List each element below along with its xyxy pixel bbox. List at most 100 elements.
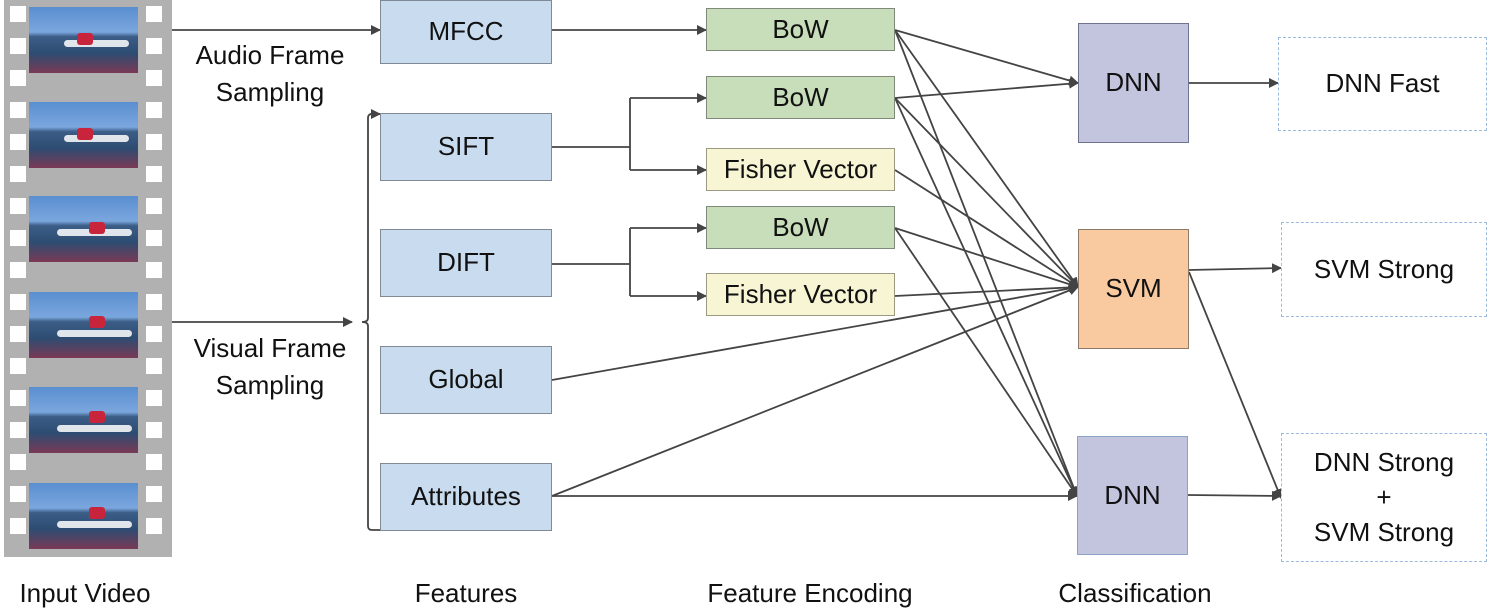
output-dnn-svm-strong: DNN Strong + SVM Strong: [1281, 433, 1487, 562]
video-frame: [29, 387, 138, 453]
sprocket-hole: [146, 294, 162, 310]
encoding-label: BoW: [772, 13, 829, 44]
classifier-dnn-strong: DNN: [1077, 436, 1188, 555]
caption-features: Features: [414, 578, 518, 608]
sprocket-hole: [146, 230, 162, 246]
water-spray: [64, 135, 129, 142]
sprocket-hole: [146, 326, 162, 342]
feature-dift: DIFT: [380, 229, 552, 297]
sprocket-hole: [10, 38, 26, 54]
jetski-rider: [89, 507, 105, 519]
water-spray: [57, 425, 132, 432]
classifier-label: DNN: [1104, 479, 1161, 510]
feature-label: DIFT: [437, 247, 495, 278]
video-frame: [29, 7, 138, 73]
feature-mfcc: MFCC: [380, 0, 552, 64]
sprocket-hole: [10, 518, 26, 534]
visual-sampling-line2: Sampling: [215, 370, 325, 400]
sift-branch: [552, 98, 631, 170]
classifier-svm: SVM: [1078, 229, 1189, 349]
dnn-strong-to-combined: [1187, 490, 1282, 501]
encoding-to-classifier: [551, 283, 1079, 381]
feature-label: MFCC: [428, 16, 504, 47]
encoding-bow-dift: BoW: [706, 206, 895, 249]
sprocket-hole: [10, 262, 26, 278]
sprocket-hole: [146, 262, 162, 278]
water-spray: [64, 40, 129, 47]
feature-label: SIFT: [437, 131, 495, 162]
encoding-to-classifier: [894, 78, 1079, 99]
dift-branch: [552, 228, 631, 296]
input-video-filmstrip: [4, 0, 172, 557]
sprocket-hole: [146, 6, 162, 22]
sprocket-hole: [146, 358, 162, 374]
sprocket-hole: [10, 6, 26, 22]
encoding-to-classifier: [894, 282, 1079, 297]
encoding-to-classifier: [551, 285, 1079, 497]
sprocket-hole: [10, 294, 26, 310]
encoding-to-classifier: [894, 29, 1079, 86]
sprocket-hole: [146, 518, 162, 534]
sprocket-hole: [146, 454, 162, 470]
encoding-label: Fisher Vector: [723, 278, 878, 309]
visual-sampling-label: Visual Frame Sampling: [178, 330, 362, 404]
sprocket-hole: [146, 390, 162, 406]
visual-sampling-line1: Visual Frame: [193, 333, 347, 363]
sprocket-hole: [10, 102, 26, 118]
output-label-line1: DNN Strong: [1313, 446, 1455, 477]
water-spray: [57, 330, 132, 337]
sprocket-hole: [10, 198, 26, 214]
encoding-to-classifier: [894, 227, 1078, 497]
sprocket-hole: [10, 454, 26, 470]
output-label-plus: +: [1376, 481, 1392, 512]
sprocket-hole: [146, 70, 162, 86]
output-label: DNN Fast: [1325, 68, 1440, 99]
sprocket-hole: [146, 166, 162, 182]
feature-label: Global: [428, 364, 504, 395]
sprocket-hole: [146, 102, 162, 118]
encoding-bow-mfcc: BoW: [706, 8, 895, 51]
sprocket-hole: [146, 38, 162, 54]
audio-sampling-label: Audio Frame Sampling: [178, 37, 362, 111]
encoding-fisher-dift: Fisher Vector: [706, 273, 895, 316]
feature-label: Attributes: [411, 481, 521, 512]
caption-feature-encoding: Feature Encoding: [707, 578, 913, 608]
video-frame: [29, 483, 138, 549]
output-svm-strong: SVM Strong: [1281, 222, 1487, 317]
encoding-label: BoW: [772, 81, 829, 112]
feature-attributes: Attributes: [380, 463, 552, 531]
video-frame: [29, 196, 138, 262]
encoding-to-classifier: [894, 97, 1078, 497]
sprocket-hole: [146, 198, 162, 214]
sprocket-hole: [10, 390, 26, 406]
sprocket-hole: [10, 358, 26, 374]
sprocket-hole: [10, 326, 26, 342]
classifier-dnn-fast: DNN: [1078, 23, 1189, 143]
encoding-to-classifier: [894, 29, 1079, 497]
jetski-rider: [89, 411, 105, 423]
pipeline-diagram: Audio Frame Sampling Visual Frame Sampli…: [4, 0, 1487, 608]
video-frame: [29, 292, 138, 358]
jetski-rider: [89, 316, 105, 328]
audio-sampling-line2: Sampling: [215, 77, 325, 107]
encoding-fisher-sift: Fisher Vector: [706, 148, 895, 191]
feature-global: Global: [380, 346, 552, 414]
output-dnn-fast: DNN Fast: [1278, 37, 1487, 131]
classifier-label: SVM: [1105, 273, 1162, 304]
sprocket-hole: [10, 486, 26, 502]
sprocket-hole: [10, 230, 26, 246]
encoding-bow-sift: BoW: [706, 76, 895, 119]
encoding-to-classifier: [894, 227, 1079, 289]
output-label-line2: SVM Strong: [1313, 517, 1455, 548]
feature-bracket: [361, 113, 380, 531]
sprocket-hole: [10, 134, 26, 150]
caption-classification: Classification: [1058, 578, 1212, 608]
sprocket-hole: [146, 422, 162, 438]
sprocket-hole: [146, 486, 162, 502]
classifier-label: DNN: [1105, 67, 1162, 98]
sprocket-hole: [146, 134, 162, 150]
jetski-rider: [77, 33, 93, 45]
connector-layer: [172, 25, 1283, 531]
sprocket-hole: [10, 70, 26, 86]
svm-to-svm-strong: [1188, 263, 1282, 274]
